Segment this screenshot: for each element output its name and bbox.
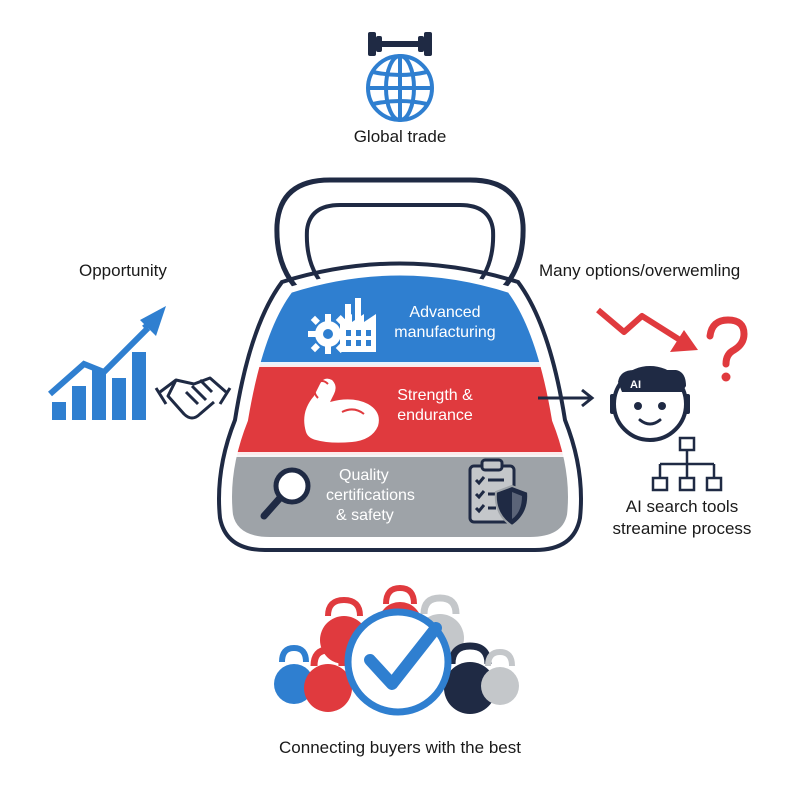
band-mid-line2: endurance [397,407,473,424]
label-ai-search-line1: AI search tools [625,497,739,516]
network-hierarchy-icon [651,436,723,492]
label-opportunity: Opportunity [79,261,167,280]
kettlebell-icon [274,644,314,704]
dumbbell-icon [368,32,432,56]
kettlebell-icon [481,648,519,705]
label-ai-search: AI search tools streamine process [592,496,772,540]
question-mark-icon [706,316,748,382]
band-top-line1: Advanced [409,304,481,321]
connector-arrow [538,388,595,408]
label-global-trade: Global trade [353,127,447,146]
flexed-arm-icon [304,378,379,443]
band-quality-certifications: Quality certifications & safety [326,466,456,526]
magnifier-icon [260,467,311,520]
band-bot-line3: & safety [336,507,394,524]
band-top-line2: manufacturing [394,324,496,341]
band-strength-endurance: Strength & endurance [380,386,490,426]
band-bot-line1: Quality [339,467,389,484]
growth-bar-chart-icon [48,306,166,420]
band-advanced-manufacturing: Advanced manufacturing [380,303,510,343]
kettlebell-cluster [274,584,519,716]
kettlebell-icon [304,646,352,712]
band-bot-line2: certifications [326,487,415,504]
down-trend-arrow-icon [596,307,698,352]
label-connecting: Connecting buyers with the best [279,738,521,757]
handshake-icon [154,376,232,420]
label-many-options: Many options/overwemling [539,261,741,280]
band-mid-line1: Strength & [397,387,473,404]
factory-icon [340,298,376,352]
label-ai-search-line2: streamine process [612,519,752,538]
ai-badge-text: AI [630,379,641,391]
ai-robot-head-icon [610,366,690,442]
globe-icon [366,54,434,122]
kettlebell-icon [444,642,496,714]
shield-icon [494,484,530,528]
checkmark-circle-icon [344,608,452,716]
